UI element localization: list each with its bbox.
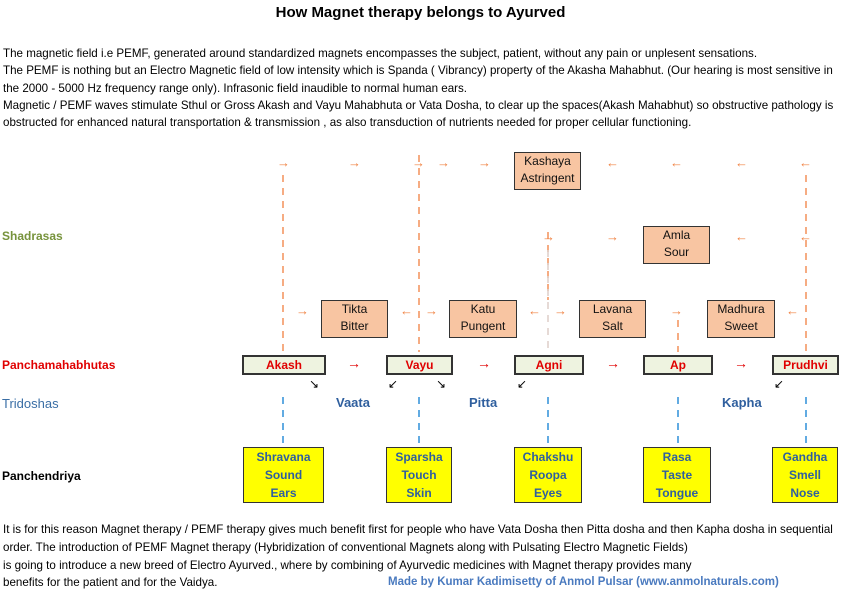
indriya-box-chakshu: Chakshu Roopa Eyes xyxy=(514,447,582,503)
indriya-quality: Taste xyxy=(661,468,693,482)
rasa-meaning: Pungent xyxy=(460,319,506,333)
indriya-organ: Nose xyxy=(790,486,820,500)
left-arrow-icon: ← xyxy=(735,229,748,244)
left-arrow-icon: ← xyxy=(799,229,812,244)
rasa-box-katu: Katu Pungent xyxy=(449,300,517,338)
rasa-meaning: Astringent xyxy=(520,171,575,185)
rasa-name: Amla xyxy=(662,228,691,242)
bhuta-box-vayu: Vayu xyxy=(386,355,453,375)
indriya-sense: Rasa xyxy=(662,450,692,464)
down-left-arrow-icon: ↙ xyxy=(388,377,399,391)
panchendriya-label: Panchendriya xyxy=(2,469,81,483)
right-arrow-icon: → xyxy=(347,355,361,371)
rasa-box-amla: Amla Sour xyxy=(643,226,710,264)
outro-paragraph: It is for this reason Magnet therapy / P… xyxy=(3,523,833,554)
dosha-pitta: Pitta xyxy=(469,395,498,410)
right-arrow-icon: → xyxy=(606,229,619,244)
rasa-name: Madhura xyxy=(717,302,765,316)
right-arrow-icon: → xyxy=(670,303,683,318)
intro-text: The magnetic field i.e PEMF, generated a… xyxy=(3,45,839,131)
bhuta-box-agni: Agni xyxy=(514,355,584,375)
right-arrow-icon: → xyxy=(478,155,491,170)
indriya-organ: Ears xyxy=(270,486,297,500)
page-title: How Magnet therapy belongs to Ayurved xyxy=(275,4,566,21)
intro-paragraph: The magnetic field i.e PEMF, generated a… xyxy=(3,47,758,60)
right-arrow-icon: → xyxy=(554,303,567,318)
down-left-arrow-icon: ↙ xyxy=(774,377,785,391)
bhuta-box-prudhvi: Prudhvi xyxy=(772,355,839,375)
left-arrow-icon: ← xyxy=(528,303,541,318)
outro-paragraph: benefits for the patient and for the Vai… xyxy=(3,576,218,590)
indriya-sense: Chakshu xyxy=(522,450,574,464)
indriya-quality: Touch xyxy=(401,468,437,482)
panchamahabhutas-label: Panchamahabhutas xyxy=(2,358,116,372)
left-arrow-icon: ← xyxy=(799,155,812,170)
indriya-box-gandha: Gandha Smell Nose xyxy=(772,447,838,503)
shadrasas-label: Shadrasas xyxy=(2,229,63,243)
right-arrow-icon: → xyxy=(477,355,491,371)
indriya-sense: Sparsha xyxy=(395,450,443,464)
rasa-box-tikta: Tikta Bitter xyxy=(321,300,388,338)
bhuta-box-ap: Ap xyxy=(643,355,713,375)
right-arrow-icon: → xyxy=(437,155,450,170)
left-arrow-icon: ← xyxy=(400,303,413,318)
indriya-quality: Sound xyxy=(264,468,303,482)
right-arrow-icon: → xyxy=(734,355,748,371)
indriya-organ: Tongue xyxy=(655,486,699,500)
rasa-box-madhura: Madhura Sweet xyxy=(707,300,775,338)
dosha-kapha: Kapha xyxy=(722,395,762,410)
rasa-meaning: Sweet xyxy=(724,319,758,333)
rasa-box-kashaya: Kashaya Astringent xyxy=(514,152,581,190)
right-arrow-icon: → xyxy=(412,155,425,170)
rasa-meaning: Sour xyxy=(663,245,690,259)
indriya-quality: Smell xyxy=(788,468,821,482)
indriya-organ: Eyes xyxy=(533,486,563,500)
indriya-box-rasa: Rasa Taste Tongue xyxy=(643,447,711,503)
rasa-box-lavana: Lavana Salt xyxy=(579,300,646,338)
bhuta-box-akash: Akash xyxy=(242,355,326,375)
outro-paragraph: is going to introduce a new breed of Ele… xyxy=(3,558,692,572)
down-right-arrow-icon: ↘ xyxy=(436,377,447,391)
right-arrow-icon: → xyxy=(296,303,309,318)
credit-line: Made by Kumar Kadimisetty of Anmol Pulsa… xyxy=(388,576,779,588)
rasa-name: Tikta xyxy=(341,302,368,316)
rasa-name: Katu xyxy=(470,302,496,316)
right-arrow-icon: → xyxy=(348,155,361,170)
down-left-arrow-icon: ↙ xyxy=(517,377,528,391)
outro-text: It is for this reason Magnet therapy / P… xyxy=(3,521,841,592)
indriya-organ: Skin xyxy=(406,486,432,500)
left-arrow-icon: ← xyxy=(670,155,683,170)
right-arrow-icon: → xyxy=(542,229,555,244)
left-arrow-icon: ← xyxy=(786,303,799,318)
indriya-sense: Shravana xyxy=(256,450,311,464)
tridoshas-label: Tridoshas xyxy=(2,396,59,411)
rasa-name: Lavana xyxy=(592,302,633,316)
rasa-meaning: Bitter xyxy=(340,319,369,333)
rasa-name: Kashaya xyxy=(524,154,571,168)
intro-paragraph: Magnetic / PEMF waves stimulate Sthul or… xyxy=(3,98,834,130)
left-arrow-icon: ← xyxy=(735,155,748,170)
indriya-sense: Gandha xyxy=(782,450,828,464)
left-arrow-icon: ← xyxy=(606,155,619,170)
intro-paragraph: The PEMF is nothing but an Electro Magne… xyxy=(3,64,833,95)
right-arrow-icon: → xyxy=(606,355,620,371)
down-right-arrow-icon: ↘ xyxy=(309,377,320,391)
indriya-box-shravana: Shravana Sound Ears xyxy=(243,447,324,503)
right-arrow-icon: → xyxy=(277,155,290,170)
indriya-box-sparsha: Sparsha Touch Skin xyxy=(386,447,452,503)
indriya-quality: Roopa xyxy=(529,468,567,482)
dosha-vaata: Vaata xyxy=(336,395,370,410)
right-arrow-icon: → xyxy=(425,303,438,318)
rasa-meaning: Salt xyxy=(602,319,623,333)
